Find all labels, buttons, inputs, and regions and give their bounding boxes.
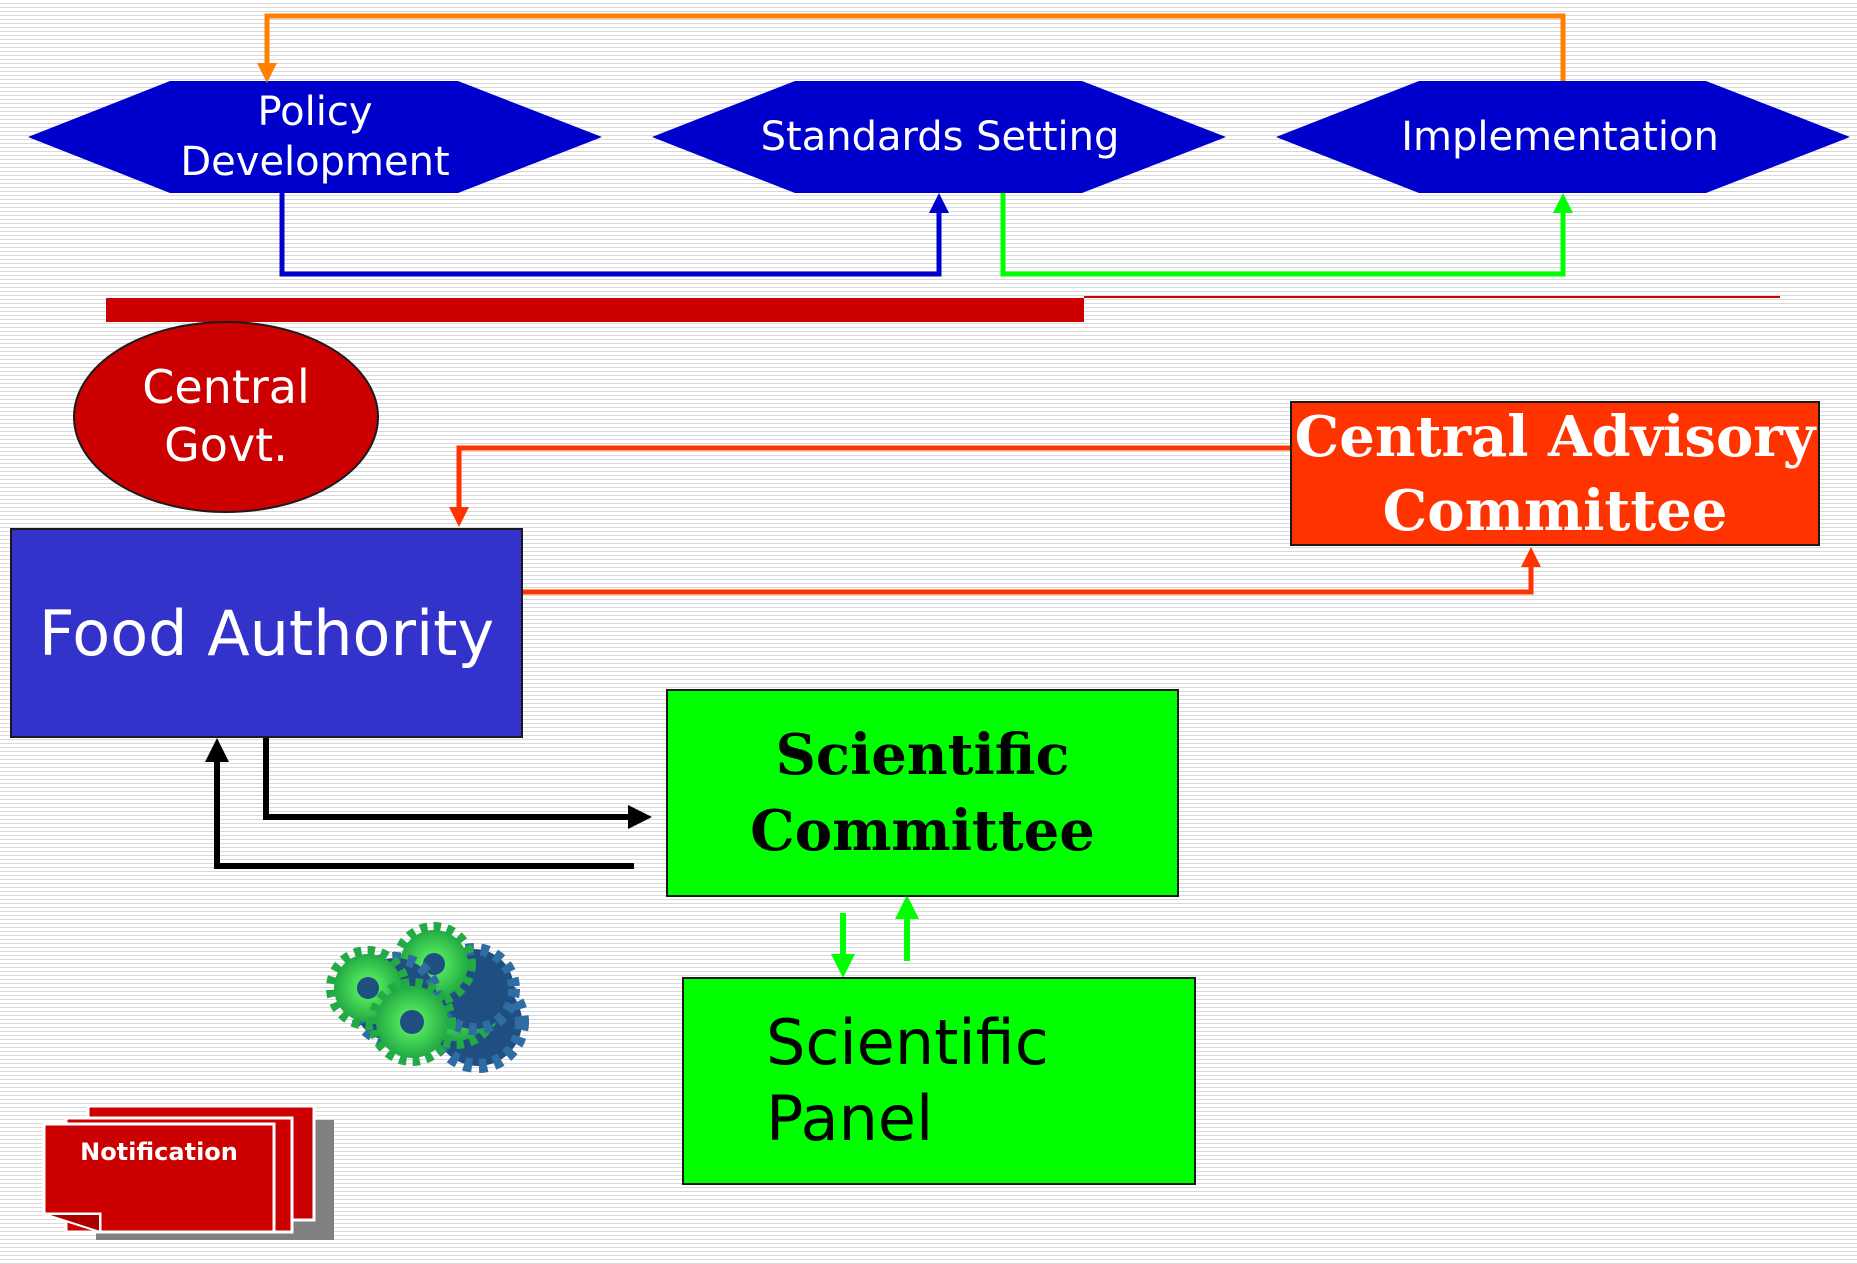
arrow-standards-to-implementation [1000, 193, 1573, 277]
notification-label: Notification [80, 1138, 238, 1166]
divider-bar [106, 298, 1084, 322]
arrow-food-authority-to-committee [263, 738, 652, 829]
stage-hexagon-standards [652, 81, 1226, 193]
arrow-implementation-to-policy [257, 13, 1566, 83]
stage-hexagon-implementation [1276, 81, 1850, 193]
stage-label-policy: Policy Development [180, 89, 450, 185]
document-stack-icon [42, 1104, 334, 1240]
gears-icon [326, 922, 529, 1073]
stage-hexagon-policy [28, 81, 602, 193]
arrow-food-authority-to-advisory [523, 547, 1541, 595]
food-authority-box: Food Authority [10, 528, 523, 738]
central-advisory-committee-label: Central Advisory Committee [1294, 403, 1816, 544]
arrow-policy-to-standards [279, 193, 949, 277]
stage-label-implementation: Implementation [1401, 114, 1719, 160]
scientific-committee-label: Scientific Committee [750, 722, 1095, 864]
scientific-panel-label: Scientific Panel [766, 1006, 1049, 1155]
scientific-panel-box: Scientific Panel [682, 977, 1196, 1185]
central-advisory-committee-box: Central Advisory Committee [1290, 401, 1820, 546]
scientific-committee-box: Scientific Committee [666, 689, 1179, 897]
central-govt-label: Central Govt. [142, 360, 310, 472]
arrow-advisory-to-food-authority [449, 445, 1290, 527]
central-govt-ellipse [73, 321, 379, 513]
stage-label-standards: Standards Setting [760, 114, 1120, 160]
arrow-committee-to-food-authority [205, 738, 634, 869]
food-authority-label: Food Authority [38, 596, 495, 670]
